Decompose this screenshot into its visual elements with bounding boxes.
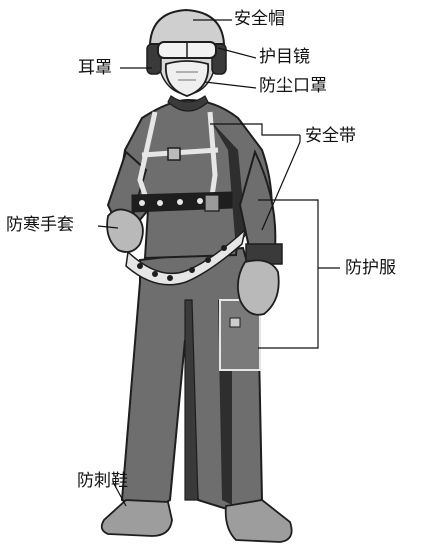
leader-dust-mask bbox=[204, 81, 257, 89]
leader-shoes bbox=[112, 481, 127, 507]
leader-gloves bbox=[97, 225, 119, 229]
head-drawing bbox=[146, 8, 227, 97]
label-goggles: 护目镜 bbox=[259, 47, 310, 67]
leader-harness-bottom bbox=[261, 135, 301, 231]
gloves-drawing bbox=[106, 208, 280, 316]
label-helmet: 安全帽 bbox=[234, 9, 285, 29]
leg-strap bbox=[125, 227, 247, 286]
shoes-drawing bbox=[100, 499, 293, 543]
label-puncture-shoes: 防刺鞋 bbox=[77, 471, 128, 491]
leader-harness-top bbox=[210, 123, 300, 136]
leader-goggles bbox=[217, 47, 257, 59]
leader-lines bbox=[97, 19, 340, 507]
belt bbox=[131, 191, 233, 213]
label-dust-mask: 防尘口罩 bbox=[259, 76, 327, 96]
suit-arms bbox=[106, 149, 283, 265]
label-protective-suit: 防护服 bbox=[345, 258, 396, 278]
label-cold-gloves: 防寒手套 bbox=[6, 215, 74, 235]
leader-protective-suit bbox=[258, 199, 340, 349]
suit-torso bbox=[113, 95, 273, 260]
helmet-drawing bbox=[148, 8, 226, 45]
label-safety-harness: 安全带 bbox=[305, 126, 356, 146]
suit-legs bbox=[120, 246, 264, 514]
mask-drawing bbox=[164, 60, 210, 97]
label-earmuffs: 耳罩 bbox=[78, 58, 112, 78]
